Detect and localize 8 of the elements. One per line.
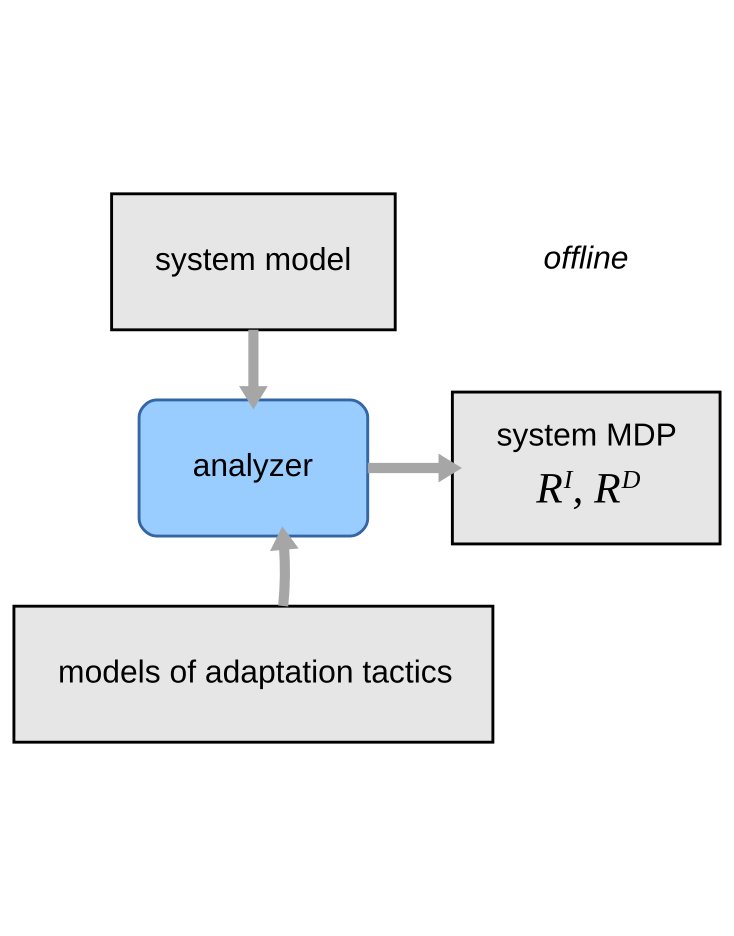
node-box: system MDP R$^{I}$, R$^{D}$ [450,390,722,546]
label: offline [544,239,628,276]
arrow [368,454,462,482]
arrow [239,330,268,410]
node-box: system model [110,192,397,332]
arrow [270,526,299,606]
node-box: models of adaptation tactics [12,604,494,744]
node-box: analyzer [138,398,370,538]
